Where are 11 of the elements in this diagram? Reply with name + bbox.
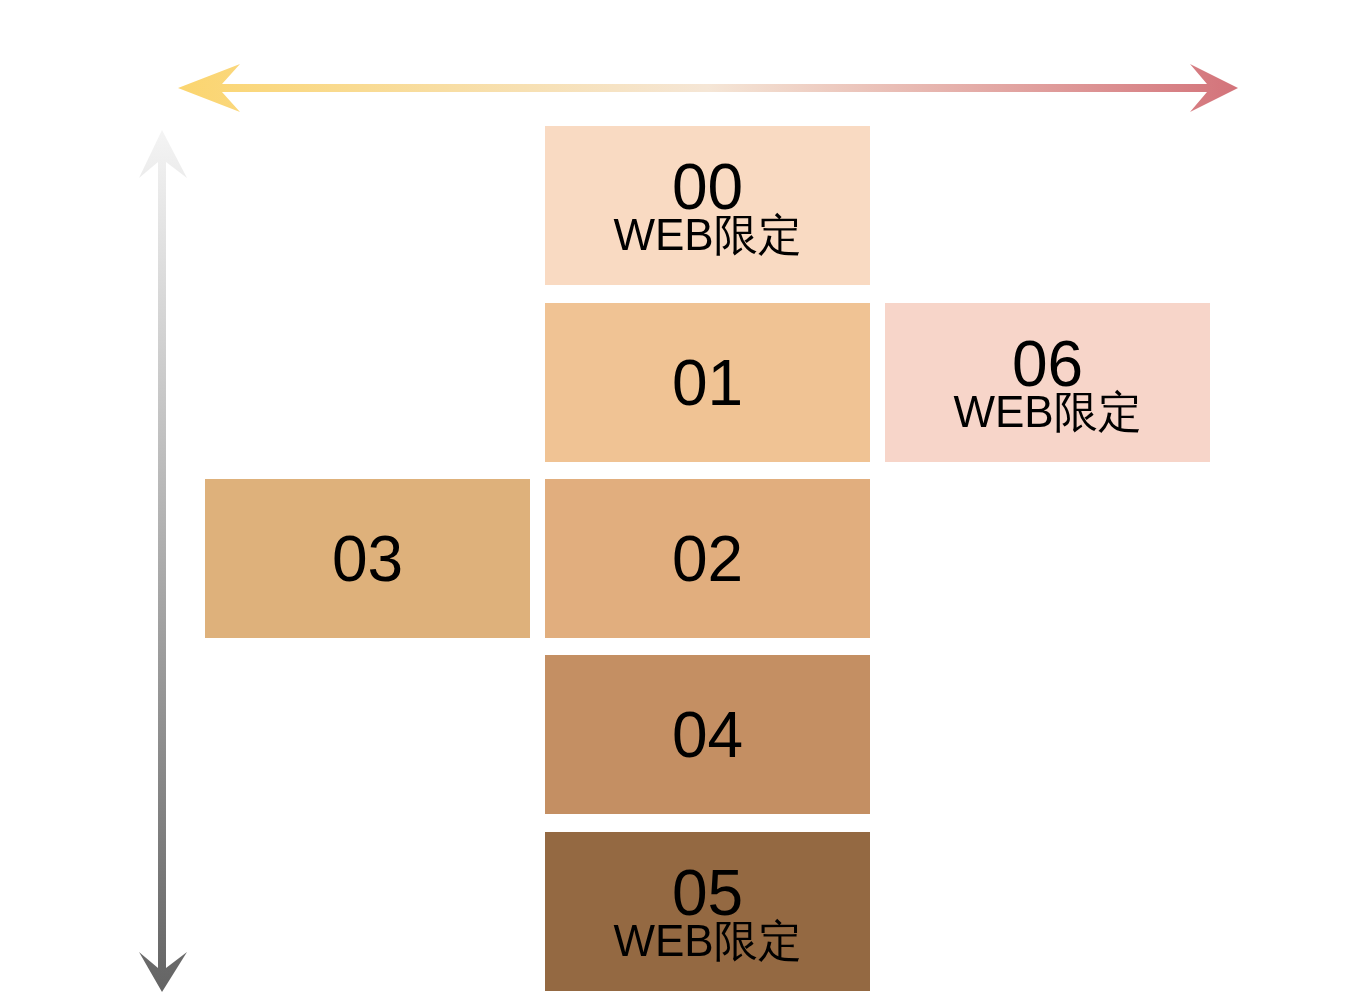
shade-number: 04 xyxy=(671,702,744,767)
shade-swatch xyxy=(205,479,530,638)
shade-swatch xyxy=(545,655,870,814)
shade-swatch xyxy=(545,479,870,638)
shade-swatch xyxy=(545,832,870,991)
shade-swatch xyxy=(885,303,1210,462)
shade-number: 01 xyxy=(671,350,744,415)
shade-number: 03 xyxy=(331,526,404,591)
shade-swatch xyxy=(545,126,870,285)
shade-swatch xyxy=(545,303,870,462)
shade-number: 02 xyxy=(671,526,744,591)
